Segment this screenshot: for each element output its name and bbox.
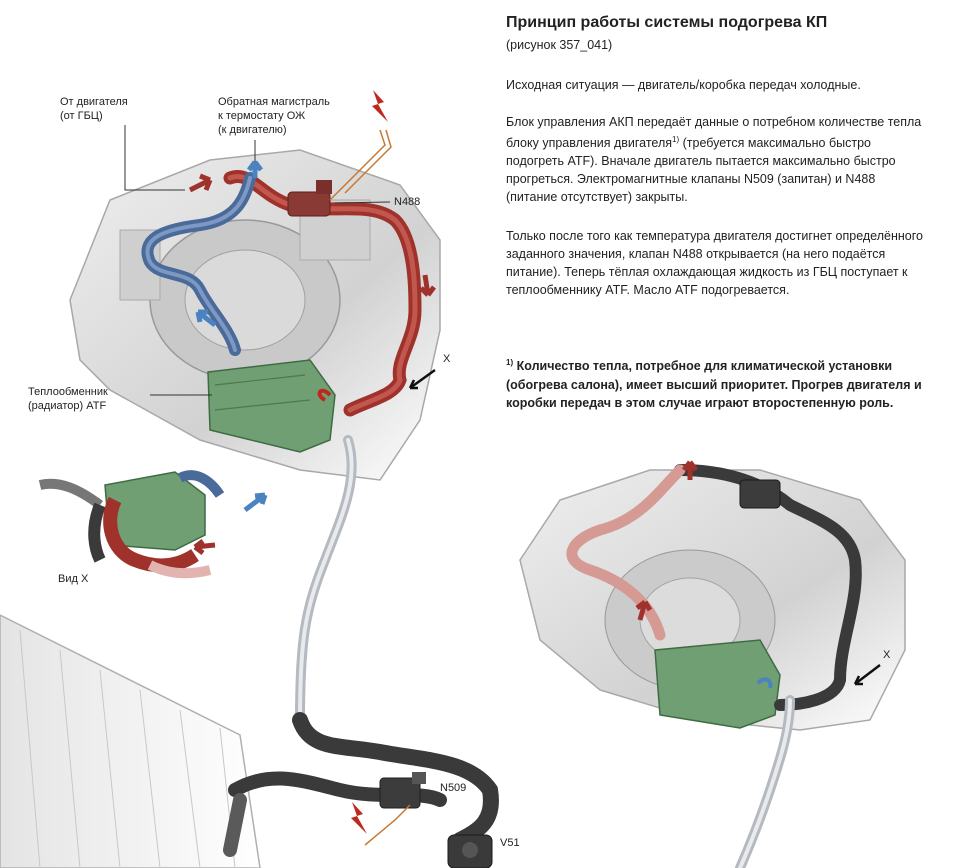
paragraph-valve-opens: Только после того как температура двигат… <box>506 229 923 297</box>
footnote-mark: 1) <box>672 135 680 144</box>
flow-arrows <box>188 160 881 689</box>
label-return-line: Обратная магистраль к термостату ОЖ (к д… <box>218 96 330 136</box>
label-v51: V51 <box>500 837 520 849</box>
silver-hose-to-radiator <box>295 435 357 725</box>
atf-heat-exchanger-right <box>654 639 781 729</box>
page-title: Принцип работы системы подогрева КП <box>506 14 828 31</box>
n488-wire <box>329 129 386 201</box>
n509-wire <box>364 804 411 846</box>
footnote-text: Количество тепла, потребное для климатич… <box>506 359 922 411</box>
view-x-pointer-arrow <box>408 368 436 390</box>
label-n488: N488 <box>394 196 421 208</box>
hot-flow-arrow-right-1 <box>682 460 698 480</box>
figure-reference: (рисунок 357_041) <box>506 38 613 52</box>
view-x-pointer-arrow-right <box>853 664 881 686</box>
lightning-icon-top <box>372 90 388 122</box>
n509-valve <box>379 772 426 809</box>
label-from-engine: От двигателя (от ГБЦ) <box>60 96 128 122</box>
n488-valve <box>287 180 332 217</box>
right-valve <box>739 479 781 509</box>
paragraph-control-text-2: (требуется максимально быстро подогреть … <box>506 136 896 205</box>
cold-flow-arrow-right <box>756 677 773 689</box>
engine-radiator <box>0 614 261 868</box>
hot-flow-arrow-2 <box>419 274 436 297</box>
lightning-icon-bottom <box>351 802 367 834</box>
hot-coolant-hose-main <box>223 170 422 417</box>
paragraph-control: Блок управления АКП передаёт данные о по… <box>506 113 926 206</box>
cold-coolant-hose-main <box>141 172 256 356</box>
label-x-main: X <box>443 353 451 365</box>
v51-pump <box>447 834 493 868</box>
hot-flow-arrow-right-2 <box>635 600 653 621</box>
footnote: 1) Количество тепла, потребное для клима… <box>506 354 936 413</box>
n488-wire-2 <box>344 129 392 194</box>
leader-from-engine <box>124 125 185 191</box>
paragraph-initial: Исходная ситуация — двигатель/коробка пе… <box>506 78 861 92</box>
paragraph-control-text-1: Блок управления АКП передаёт данные о по… <box>506 115 922 151</box>
atf-heat-exchanger-main <box>207 359 336 453</box>
leader-lines <box>124 125 391 396</box>
label-heat-exchanger: Теплообменник (радиатор) ATF <box>28 386 108 412</box>
cold-flow-arrow-2 <box>195 309 217 327</box>
cold-flow-arrow-1 <box>247 160 263 178</box>
label-x-right: X <box>883 649 891 661</box>
hot-flow-arrow-view-x <box>193 539 216 555</box>
label-view-x: Вид X <box>58 573 89 585</box>
cold-flow-arrow-view-x <box>243 492 268 512</box>
hot-flow-arrow-1 <box>188 173 213 193</box>
footnote-number: 1) <box>506 358 514 367</box>
label-n509: N509 <box>440 782 467 794</box>
hot-flow-arrow-3 <box>317 388 332 402</box>
leader-n488 <box>334 201 391 204</box>
view-x-inset <box>38 470 225 579</box>
